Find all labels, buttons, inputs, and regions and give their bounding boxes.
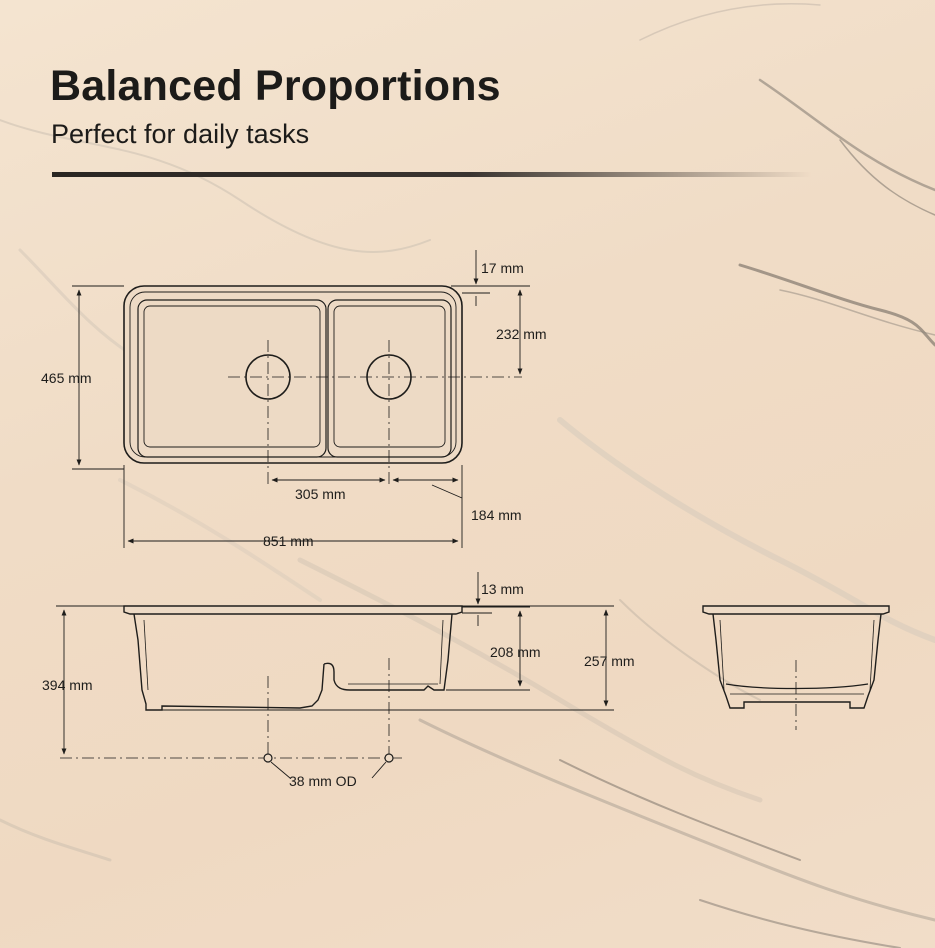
top-view [72, 250, 530, 548]
dim-small-bowl-lines [451, 285, 530, 375]
large-bowl-outline [137, 299, 327, 458]
label-drain-spacing: 305 mm [295, 486, 346, 502]
page-subtitle: Perfect for daily tasks [51, 119, 310, 149]
title-divider [52, 172, 812, 177]
label-flange: 13 mm [481, 581, 524, 597]
label-width: 851 mm [263, 533, 314, 549]
front-divider [323, 662, 351, 691]
front-flange [123, 605, 463, 615]
side-view [702, 605, 890, 730]
front-large-bowl [133, 613, 325, 711]
label-small-bowl: 232 mm [496, 326, 547, 342]
dim-small-depth-lines [446, 606, 530, 691]
label-height: 465 mm [41, 370, 92, 386]
label-rim: 17 mm [481, 260, 524, 276]
dim-total-depth-lines [56, 605, 124, 755]
large-bowl-floor [143, 305, 321, 448]
dim-offset-lines [392, 477, 463, 499]
dim-width-lines [123, 465, 463, 548]
dim-height-lines [72, 285, 124, 470]
side-flange [702, 605, 890, 615]
front-small-bowl [350, 613, 453, 691]
label-offset: 184 mm [471, 507, 522, 523]
side-bowl [712, 613, 882, 709]
label-large-depth: 257 mm [584, 653, 635, 669]
side-bowl-floor [725, 683, 869, 690]
small-bowl-floor [333, 305, 446, 448]
front-view [56, 572, 614, 779]
dim-rim-lines [462, 250, 490, 306]
page-title: Balanced Proportions [50, 62, 501, 110]
front-center-lines [60, 658, 405, 760]
drain-od-marker-left [263, 753, 273, 763]
small-bowl-outline [327, 299, 452, 458]
label-small-depth: 208 mm [490, 644, 541, 660]
label-drain-od: 38 mm OD [289, 773, 357, 789]
dim-large-depth-lines [162, 605, 614, 711]
center-lines [228, 340, 522, 488]
sink-outer-rim [123, 285, 463, 464]
label-total-depth: 394 mm [42, 677, 93, 693]
drain-od-marker-right [384, 753, 394, 763]
